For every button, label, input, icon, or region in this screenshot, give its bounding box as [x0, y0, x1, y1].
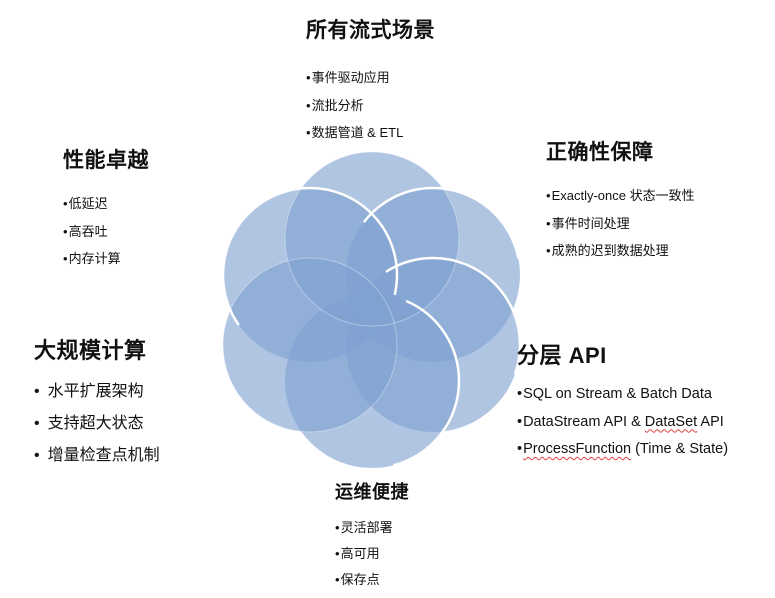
feature-item: 数据管道 & ETL [306, 119, 435, 147]
feature-item: 内存计算 [63, 245, 149, 273]
feature-item: 高吞吐 [63, 218, 149, 246]
section-layered-api: 分层 API SQL on Stream & Batch Data DataSt… [517, 343, 728, 464]
section-title: 正确性保障 [546, 141, 654, 164]
feature-item: 高可用 [335, 541, 409, 567]
feature-item: 保存点 [335, 567, 409, 593]
section-large-scale-computing: 大规模计算 水平扩展架构 支持超大状态 增量检查点机制 [34, 338, 160, 472]
feature-item: 事件时间处理 [546, 210, 695, 238]
section-title: 运维便捷 [335, 482, 409, 502]
feature-item: ProcessFunction (Time & State) [517, 436, 728, 464]
feature-item: 流批分析 [306, 92, 435, 120]
spellcheck-underlined-word: DataSet [644, 413, 698, 430]
section-title: 分层 API [517, 343, 607, 368]
feature-list: 灵活部署 高可用 保存点 [335, 515, 409, 593]
section-title: 性能卓越 [63, 149, 149, 172]
feature-list: Exactly-once 状态一致性 事件时间处理 成熟的迟到数据处理 [546, 182, 695, 265]
feature-item: DataStream API & DataSet API [517, 409, 728, 437]
feature-item: 事件驱动应用 [306, 64, 435, 92]
circle-upper-right [346, 188, 520, 362]
feature-item: 水平扩展架构 [34, 376, 160, 408]
section-correctness-guarantee: 正确性保障 Exactly-once 状态一致性 事件时间处理 成熟的迟到数据处… [546, 140, 695, 265]
feature-item: Exactly-once 状态一致性 [546, 182, 695, 210]
feature-item: 成熟的迟到数据处理 [546, 237, 695, 265]
spellcheck-underlined-word: ProcessFunction [523, 441, 632, 457]
section-title: 所有流式场景 [306, 19, 435, 42]
feature-list: 事件驱动应用 流批分析 数据管道 & ETL [306, 64, 435, 147]
section-all-streaming-scenarios: 所有流式场景 事件驱动应用 流批分析 数据管道 & ETL [306, 18, 435, 147]
section-title: 大规模计算 [34, 338, 147, 363]
feature-list: SQL on Stream & Batch Data DataStream AP… [517, 381, 728, 464]
section-excellent-performance: 性能卓越 低延迟 高吞吐 内存计算 [63, 148, 149, 273]
section-easy-operations: 运维便捷 灵活部署 高可用 保存点 [335, 479, 409, 593]
feature-list: 低延迟 高吞吐 内存计算 [63, 190, 149, 273]
feature-item: 增量检查点机制 [34, 440, 160, 472]
feature-item: 低延迟 [63, 190, 149, 218]
feature-item: 支持超大状态 [34, 408, 160, 440]
feature-list: 水平扩展架构 支持超大状态 增量检查点机制 [34, 376, 160, 472]
feature-item: SQL on Stream & Batch Data [517, 381, 728, 409]
feature-item: 灵活部署 [335, 515, 409, 541]
